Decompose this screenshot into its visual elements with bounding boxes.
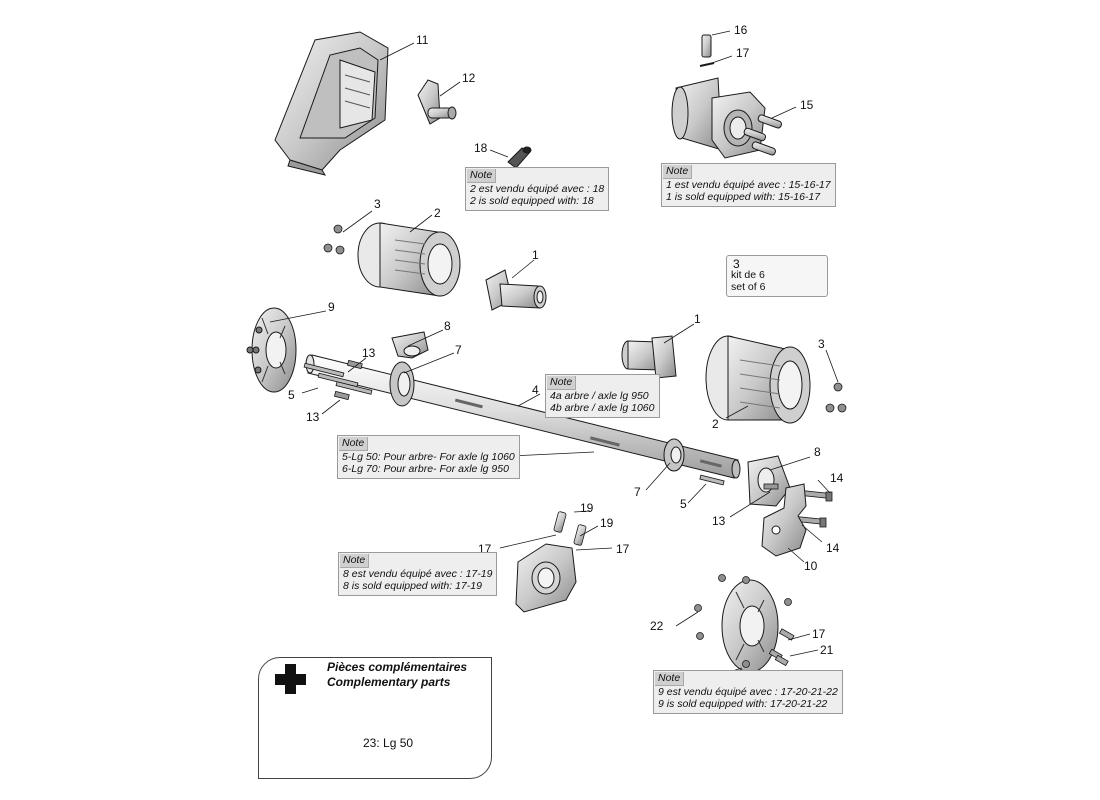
callout-numbers: 11 12 18 16 17 15 3 2 1 9 8 7 13 5 13 4 …: [288, 23, 844, 684]
note-line: 8 est vendu équipé avec : 17-19: [343, 567, 493, 580]
kit-line-fr: kit de 6: [731, 269, 765, 281]
note-title: Note: [547, 376, 577, 390]
note-line: 2 is sold equipped with: 18: [470, 195, 594, 207]
housing-part-8-right: [747, 455, 791, 507]
kit-box-part-3: 3 kit de 6 set of 6: [726, 255, 828, 297]
callout-16: 16: [734, 23, 748, 37]
valve-part-18: [507, 146, 532, 169]
callout-11: 11: [416, 33, 429, 47]
plate-part-9-right: [721, 579, 779, 673]
note-box-8: Note 8 est vendu équipé avec : 17-19 8 i…: [338, 552, 498, 596]
callout-5-left: 5: [288, 388, 295, 402]
keys-part-5-left: [303, 362, 373, 395]
note-line: 4b arbre / axle lg 1060: [550, 402, 655, 414]
callout-17-b: 17: [616, 542, 630, 556]
note-box-18: Note 2 est vendu équipé avec : 18 2 is s…: [465, 167, 610, 211]
callout-19-b: 19: [600, 516, 614, 530]
note-box-axle: Note 4a arbre / axle lg 950 4b arbre / a…: [545, 374, 660, 418]
callout-7-right: 7: [634, 485, 641, 499]
callout-13-right: 13: [712, 514, 726, 528]
callout-13-top: 13: [362, 346, 376, 360]
bearing-part-7-left: [389, 361, 415, 407]
nuts-part-3-left: [323, 224, 345, 255]
callout-19-a: 19: [580, 501, 594, 515]
callout-21: 21: [820, 643, 834, 657]
callout-12: 12: [462, 71, 476, 85]
note-line: 1 est vendu équipé avec : 15-16-17: [666, 178, 831, 191]
kit-line-en: set of 6: [731, 281, 766, 293]
washer-part-17-top: [699, 62, 715, 67]
bracket-part-12: [417, 79, 457, 125]
hub-part-1-top: [671, 77, 766, 159]
complementary-title-fr: Pièces complémentaires: [327, 660, 468, 674]
callout-2-right: 2: [712, 417, 719, 431]
callout-10: 10: [804, 559, 818, 573]
callout-8-left: 8: [444, 319, 451, 333]
note-box-15-17: Note 1 est vendu équipé avec : 15-16-17 …: [661, 163, 836, 207]
callout-13-left: 13: [306, 410, 320, 424]
callout-8-right: 8: [814, 445, 821, 459]
note-box-keys: Note 5-Lg 50: Pour arbre- For axle lg 10…: [337, 435, 520, 479]
screws-part-21: [768, 628, 795, 667]
plate-part-9-left: [246, 307, 297, 393]
pins-part-15: [743, 114, 782, 156]
callout-4: 4: [532, 383, 539, 397]
pins-part-19: [553, 511, 587, 546]
hub-part-1-left: [485, 269, 547, 311]
callout-9: 9: [328, 300, 335, 314]
complementary-title-en: Complementary parts: [327, 675, 451, 689]
nuts-part-3-right: [825, 382, 847, 413]
bearing-part-7-right: [663, 438, 685, 472]
callout-1-right: 1: [694, 312, 701, 326]
callout-1-left: 1: [532, 248, 539, 262]
chain-guard-part-11: [274, 31, 389, 176]
bracket-part-10: [761, 483, 807, 557]
callout-2-left: 2: [434, 206, 441, 220]
callout-22: 22: [650, 619, 664, 633]
note-line: 4a arbre / axle lg 950: [550, 389, 649, 402]
hub-part-1-right: [621, 335, 677, 379]
key-part-5-right: [699, 474, 725, 486]
housing-part-8-lower: [515, 543, 577, 613]
note-title: Note: [663, 165, 693, 179]
callout-15: 15: [800, 98, 814, 112]
note-title: Note: [655, 672, 685, 686]
callout-17-c: 17: [812, 627, 826, 641]
note-line: 9 is sold equipped with: 17-20-21-22: [658, 698, 828, 710]
pin-part-16: [701, 34, 712, 58]
complementary-title: Pièces complémentaires Complementary par…: [327, 660, 467, 690]
note-line: 6-Lg 70: Pour arbre- For axle lg 950: [342, 463, 509, 475]
callout-5-right: 5: [680, 497, 687, 511]
screw-part-13-right: [763, 483, 779, 490]
complementary-parts-box: Pièces complémentaires Complementary par…: [258, 657, 492, 779]
note-title: Note: [340, 554, 370, 568]
wheel-rim-part-2-right: [705, 335, 811, 424]
note-line: 1 is sold equipped with: 15-16-17: [666, 191, 821, 203]
callout-14-top: 14: [830, 471, 844, 485]
note-box-9: Note 9 est vendu équipé avec : 17-20-21-…: [653, 670, 843, 714]
callout-18: 18: [474, 141, 488, 155]
kit-number: 3: [733, 257, 740, 271]
nuts-part-22: [694, 574, 792, 668]
note-line: 8 is sold equipped with: 17-19: [343, 580, 482, 592]
note-line: 2 est vendu équipé avec : 18: [470, 182, 605, 195]
callout-17-top: 17: [736, 46, 750, 60]
callout-3-right: 3: [818, 337, 825, 351]
note-title: Note: [339, 437, 369, 451]
complementary-item-23: 23: Lg 50: [363, 736, 414, 750]
callout-7-left: 7: [455, 343, 462, 357]
note-line: 9 est vendu équipé avec : 17-20-21-22: [658, 685, 838, 698]
wheel-rim-part-2-left: [357, 222, 461, 297]
callout-14-bottom: 14: [826, 541, 840, 555]
callout-3-left: 3: [374, 197, 381, 211]
note-line: 5-Lg 50: Pour arbre- For axle lg 1060: [342, 450, 515, 463]
note-title: Note: [467, 169, 497, 183]
